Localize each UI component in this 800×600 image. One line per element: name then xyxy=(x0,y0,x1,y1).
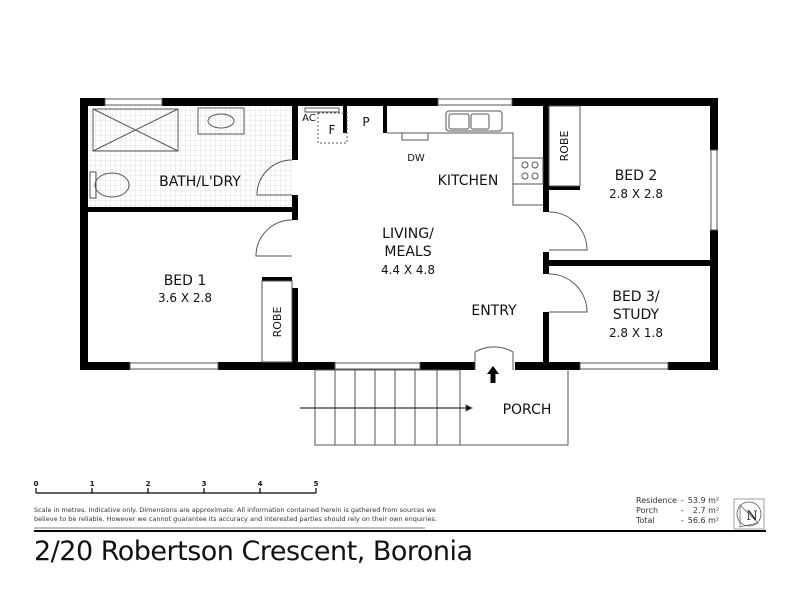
property-address: 2/20 Robertson Crescent, Boronia xyxy=(34,536,473,567)
north-compass-icon: N xyxy=(733,498,765,530)
scale-tick: 2 xyxy=(146,480,151,488)
disclaimer: Scale in metres. Indicative only. Dimens… xyxy=(34,506,437,523)
scale-tick: 1 xyxy=(90,480,95,488)
scale-tick: 0 xyxy=(34,480,39,488)
area-row: Porch-2.7 m² xyxy=(636,506,720,515)
entry-label: ENTRY xyxy=(471,303,517,319)
area-summary: Residence-53.9 m² Porch-2.7 m² Total-56.… xyxy=(636,496,723,526)
bed1-label: BED 1 xyxy=(164,273,207,289)
bed3-label-2: STUDY xyxy=(613,307,660,323)
bed2-label: BED 2 xyxy=(615,168,658,184)
living-label-2: MEALS xyxy=(384,244,431,260)
bed3-dims: 2.8 X 1.8 xyxy=(609,326,663,340)
bed2-dims: 2.8 X 2.8 xyxy=(609,187,663,201)
bath-fixtures xyxy=(89,107,245,199)
bath-label: BATH/L'DRY xyxy=(159,174,241,190)
outer-walls xyxy=(80,98,718,370)
doors xyxy=(255,159,588,370)
scale-tick: 4 xyxy=(258,480,263,488)
robe-bed1-label: ROBE xyxy=(271,307,284,338)
windows xyxy=(104,98,718,370)
compass-letter: N xyxy=(746,509,757,524)
living-label-1: LIVING/ xyxy=(382,226,434,242)
area-row: Total-56.6 m² xyxy=(636,516,720,525)
porch-outline xyxy=(460,370,569,446)
scale-tick: 3 xyxy=(202,480,207,488)
robe-bed1 xyxy=(261,280,293,363)
kitchen-fixtures xyxy=(304,107,544,206)
bed3-label-1: BED 3/ xyxy=(612,289,660,305)
fridge-label: F xyxy=(329,123,336,137)
kitchen-label: KITCHEN xyxy=(438,173,499,189)
living-dims: 4.4 X 4.8 xyxy=(381,263,435,277)
robe-bed2-label: ROBE xyxy=(558,131,571,162)
scale-bar: 0 1 2 3 4 5 xyxy=(34,480,319,494)
scale-tick: 5 xyxy=(314,480,319,488)
dishwasher-label: DW xyxy=(407,153,425,164)
porch-label: PORCH xyxy=(503,402,552,418)
bed1-dims: 3.6 X 2.8 xyxy=(158,291,212,305)
area-row: Residence-53.9 m² xyxy=(636,496,720,505)
interior-walls xyxy=(88,106,710,362)
stairs xyxy=(300,369,474,446)
pantry-label: P xyxy=(362,115,369,129)
entry-arrow-icon xyxy=(487,366,499,383)
ac-label: AC xyxy=(302,113,316,124)
robe-bed2 xyxy=(548,105,581,187)
